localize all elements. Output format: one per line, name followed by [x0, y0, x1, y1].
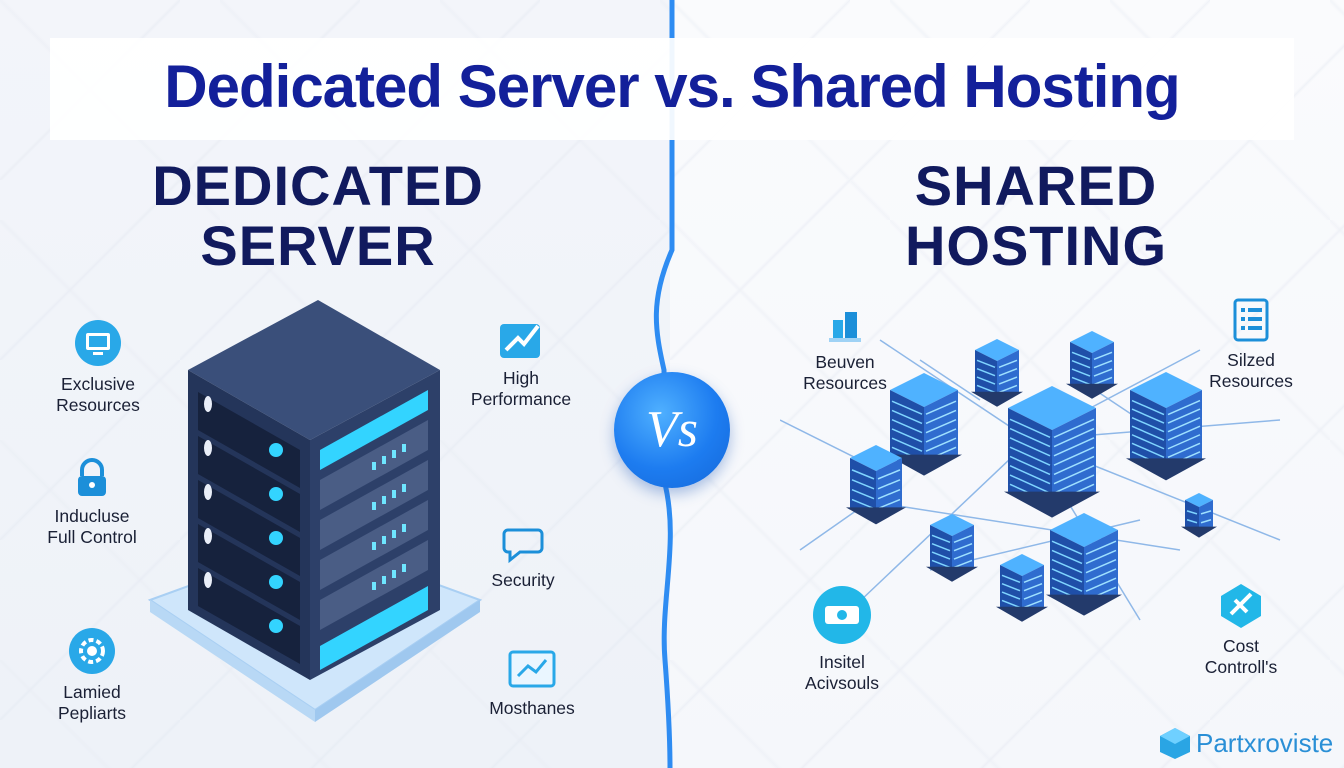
buildings-icon — [829, 312, 861, 342]
panel-divider — [653, 0, 675, 768]
title-band — [50, 38, 1294, 140]
dedicated-server-illustration — [147, 300, 483, 722]
dedicated-heading-line2: SERVER — [200, 214, 436, 277]
feature-label-line1: Mosthanes — [489, 698, 575, 718]
tools-icon — [1221, 584, 1261, 628]
server-node — [996, 554, 1048, 622]
monitor-icon — [75, 320, 121, 366]
feature-label-line1: Lamied — [63, 682, 121, 702]
speed-icon — [500, 324, 540, 358]
feature-mosthanes: Mosthanes — [447, 648, 617, 719]
feature-label-line2: Resources — [1209, 371, 1293, 391]
server-node — [1181, 493, 1217, 538]
shared-hosting-network-illustration — [780, 331, 1281, 622]
page-title: Dedicated Server vs. Shared Hosting — [164, 53, 1180, 120]
brand-logo: Partxroviste — [1158, 726, 1333, 760]
feature-label-line2: Acivsouls — [805, 673, 879, 693]
server-node — [1004, 386, 1100, 518]
server-node — [886, 373, 962, 476]
feature-label-line1: Cost — [1223, 636, 1259, 656]
feature-label-line2: Resources — [803, 373, 887, 393]
feature-label-line1: Insitel — [819, 652, 865, 672]
feature-label-line2: Full Control — [47, 527, 137, 547]
shared-heading: SHARED HOSTING — [836, 156, 1236, 276]
shared-heading-line1: SHARED — [914, 154, 1158, 217]
feature-label-line1: Inducluse — [54, 506, 130, 526]
server-node — [1066, 331, 1118, 399]
feature-label-line2: Controll's — [1204, 657, 1278, 677]
dedicated-heading: DEDICATED SERVER — [118, 156, 518, 276]
server-node — [926, 514, 978, 582]
feature-label-line1: Exclusive — [61, 374, 135, 394]
feature-label-line1: High — [503, 368, 539, 388]
feature-label-line1: Beuven — [815, 352, 875, 372]
feature-label-line2: Pepliarts — [57, 703, 127, 723]
server-node — [1046, 513, 1122, 616]
feature-label-line1: Security — [491, 570, 555, 590]
lock-icon — [78, 458, 106, 496]
server-node — [1126, 372, 1206, 481]
clipboard-icon — [508, 650, 556, 688]
list-icon — [1233, 298, 1269, 342]
cash-icon — [813, 586, 871, 644]
vs-label: Vs — [646, 401, 698, 458]
gear-icon — [69, 628, 115, 674]
feature-security: Security — [438, 524, 608, 591]
feature-label-line2: Resources — [56, 395, 140, 415]
feature-label-line1: Silzed — [1227, 350, 1275, 370]
shared-heading-line2: HOSTING — [904, 214, 1168, 277]
cube-logo-icon — [1160, 728, 1190, 759]
vs-badge — [614, 372, 730, 488]
server-node — [846, 445, 906, 525]
server-node — [971, 339, 1023, 407]
brand-name: Partxroviste — [1196, 727, 1334, 758]
feature-label-line2: Performance — [470, 389, 572, 409]
chat-icon — [502, 528, 544, 564]
dedicated-heading-line1: DEDICATED — [152, 154, 484, 217]
